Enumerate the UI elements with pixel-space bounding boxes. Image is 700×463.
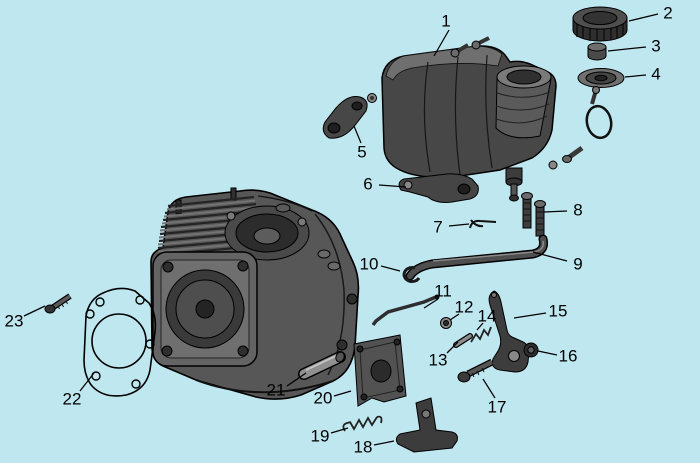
leader-line-21 <box>286 372 307 387</box>
leader-line-17 <box>482 378 496 399</box>
part-stop-bracket <box>395 397 458 453</box>
leader-line-16 <box>537 350 558 356</box>
part-control-lever <box>488 290 530 373</box>
part-pipe-clip <box>402 266 421 283</box>
leader-line-20 <box>333 390 352 397</box>
callout-number-5: 5 <box>357 142 367 162</box>
leader-line-1 <box>433 29 450 57</box>
callout-number-14: 14 <box>477 306 497 326</box>
callout-number-23: 23 <box>4 311 24 331</box>
callout-number-20: 20 <box>313 388 333 408</box>
leader-line-4 <box>624 74 647 78</box>
part-cap-bushing <box>587 42 607 61</box>
callout-number-21: 21 <box>266 380 286 400</box>
callout-number-16: 16 <box>558 346 578 366</box>
part-head-gasket <box>83 287 157 397</box>
part-bolts <box>521 192 546 237</box>
leader-line-12 <box>449 313 460 321</box>
part-small-spring <box>470 326 492 343</box>
part-clip <box>469 219 497 229</box>
filler-neck <box>495 65 552 139</box>
callout-number-1: 1 <box>441 11 451 31</box>
callout-number-13: 13 <box>428 350 448 370</box>
part-pipe-bracket <box>322 93 377 139</box>
callout-number-4: 4 <box>651 64 661 84</box>
stud-icon <box>175 199 182 215</box>
part-strainer-cup <box>548 68 625 170</box>
part-link-rod <box>371 294 440 327</box>
tank-screws <box>450 36 490 58</box>
callout-number-3: 3 <box>651 36 661 56</box>
callout-number-15: 15 <box>548 301 568 321</box>
crankcase-face <box>152 251 258 367</box>
cylinder-bore-top <box>224 203 310 261</box>
callout-number-2: 2 <box>663 3 673 23</box>
callout-number-8: 8 <box>573 200 583 220</box>
leader-line-18 <box>373 440 395 446</box>
callout-number-18: 18 <box>353 437 373 457</box>
leader-line-19 <box>330 427 349 434</box>
callout-number-11: 11 <box>434 281 452 301</box>
leader-line-9 <box>532 251 568 262</box>
leader-line-7 <box>448 223 470 227</box>
wire-loop-icon <box>585 104 613 140</box>
callout-number-9: 9 <box>573 254 583 274</box>
leader-line-10 <box>380 265 401 272</box>
callout-number-7: 7 <box>433 217 443 237</box>
leader-line-5 <box>353 125 362 144</box>
part-pin-tube <box>298 351 346 380</box>
leader-line-13 <box>446 341 459 354</box>
fuel-outlet <box>505 167 523 202</box>
part-pin <box>453 333 473 348</box>
part-stud-bolt <box>44 293 72 314</box>
part-lever-bolt <box>457 358 494 383</box>
part-fuel-tank <box>381 36 557 202</box>
callout-number-12: 12 <box>454 297 474 317</box>
leader-line-2 <box>628 13 659 22</box>
leader-line-3 <box>607 46 647 52</box>
callout-number-17: 17 <box>487 397 507 417</box>
leader-line-14 <box>476 322 484 331</box>
part-support-bracket <box>398 173 479 203</box>
part-fuel-cap <box>572 6 628 42</box>
part-engine-block <box>150 187 360 400</box>
leader-line-6 <box>378 184 407 188</box>
leader-line-22 <box>79 372 95 392</box>
callout-number-6: 6 <box>363 174 373 194</box>
callout-number-19: 19 <box>310 426 330 446</box>
leader-line-8 <box>543 210 568 213</box>
leader-line-15 <box>513 312 547 319</box>
callout-number-10: 10 <box>359 254 379 274</box>
callout-number-22: 22 <box>62 389 82 409</box>
part-nut <box>523 342 539 358</box>
leader-line-11 <box>423 298 439 309</box>
part-governor-plate <box>353 334 407 407</box>
part-washer <box>440 317 452 329</box>
part-spring <box>342 415 383 432</box>
leader-line-23 <box>23 305 46 317</box>
